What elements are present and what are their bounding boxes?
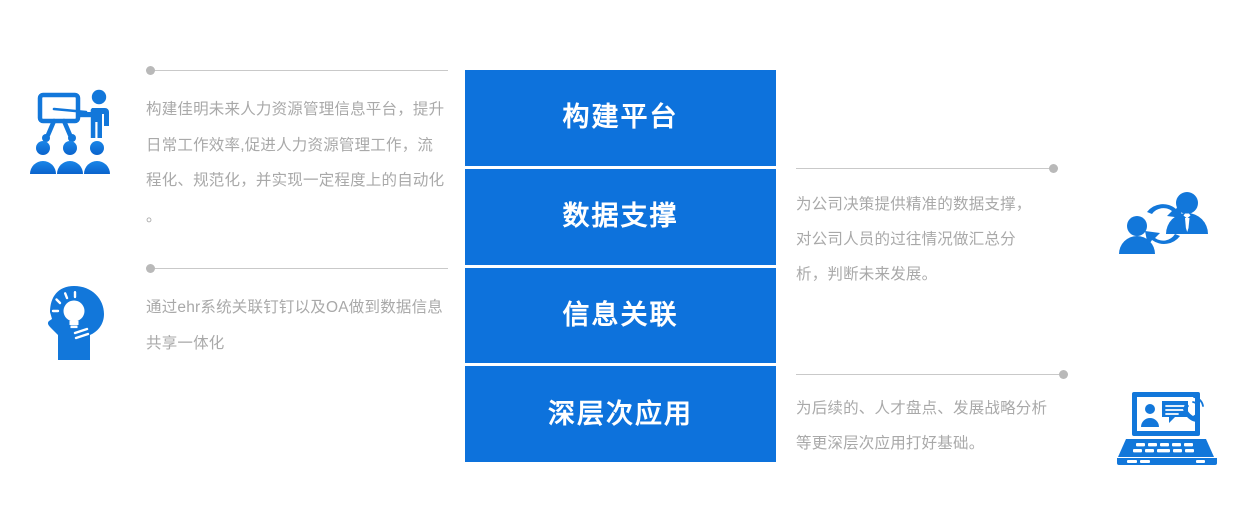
connector-dot: [146, 66, 155, 75]
head-lightbulb-idea-icon: [30, 278, 122, 370]
presentation-training-icon: [24, 82, 128, 186]
left-description-1: 构建佳明未来人力资源管理信息平台，提升日常工作效率,促进人力资源管理工作，流程化…: [146, 101, 445, 225]
connector-line: [146, 268, 448, 269]
connector-line: [796, 374, 1068, 375]
connector-left-1: [146, 66, 448, 75]
bar-label: 信息关联: [562, 299, 679, 330]
bar-deep-application[interactable]: 深层次应用: [465, 366, 776, 462]
bar-build-platform[interactable]: 构建平台: [465, 70, 776, 166]
right-description-1: 为公司决策提供精准的数据支撑，对公司人员的过往情况做汇总分析，判断未来发展。: [796, 196, 1032, 283]
connector-line: [796, 168, 1058, 169]
process-bar-stack: 构建平台 数据支撑 信息关联 深层次应用: [465, 70, 776, 462]
connector-right-1: [796, 164, 1058, 173]
bar-information-link[interactable]: 信息关联: [465, 267, 776, 364]
bar-label: 深层次应用: [548, 398, 693, 429]
people-exchange-icon: [1114, 184, 1214, 284]
connector-dot: [146, 264, 155, 273]
connector-dot: [1049, 164, 1058, 173]
bar-label: 构建平台: [562, 102, 679, 133]
connector-right-2: [796, 370, 1068, 379]
left-description-2: 通过ehr系统关联钉钉以及OA做到数据信息共享一体化: [146, 299, 443, 352]
connector-dot: [1059, 370, 1068, 379]
bar-label: 数据支撑: [562, 201, 679, 232]
connector-left-2: [146, 264, 448, 273]
right-description-2: 为后续的、人才盘点、发展战略分析等更深层次应用打好基础。: [796, 400, 1048, 452]
bar-data-support[interactable]: 数据支撑: [465, 168, 776, 265]
connector-line: [146, 70, 448, 71]
laptop-communication-icon: [1114, 384, 1220, 484]
